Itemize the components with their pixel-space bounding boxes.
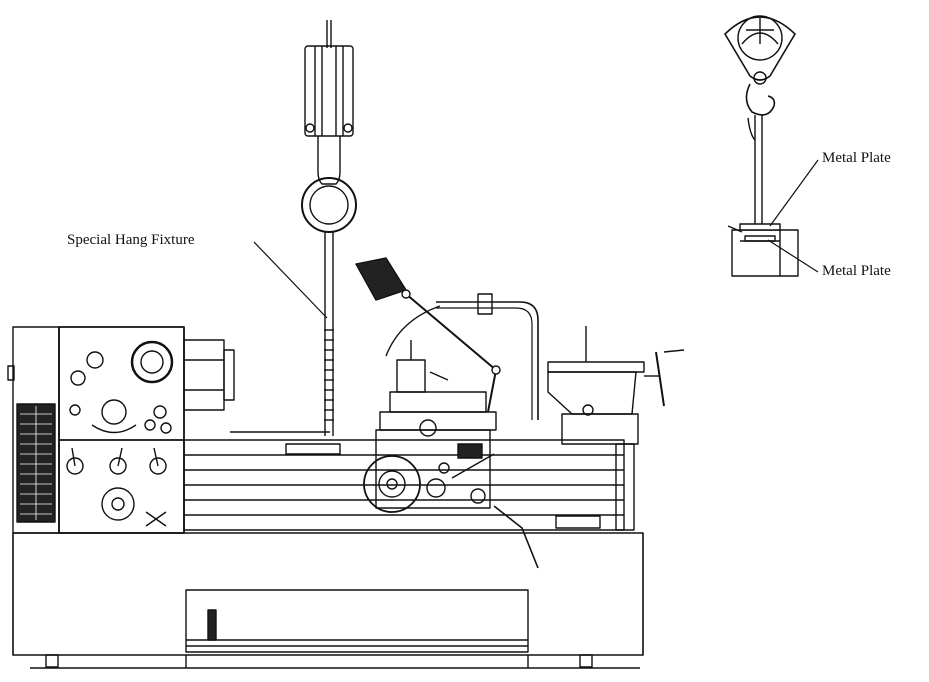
fixture-thread <box>324 329 334 421</box>
inset-hook-detail <box>724 15 799 277</box>
metal-plate-leader-top <box>769 159 819 227</box>
metal-plate-leader-bottom <box>767 239 819 273</box>
label-metal-plate-top: Metal Plate <box>822 150 891 166</box>
label-special-hang-fixture: Special Hang Fixture <box>67 232 195 248</box>
crane-hook-assembly <box>301 20 357 436</box>
lathe-machine <box>7 257 685 669</box>
label-metal-plate-bottom: Metal Plate <box>822 263 891 279</box>
hang-fixture-leader <box>253 241 328 319</box>
